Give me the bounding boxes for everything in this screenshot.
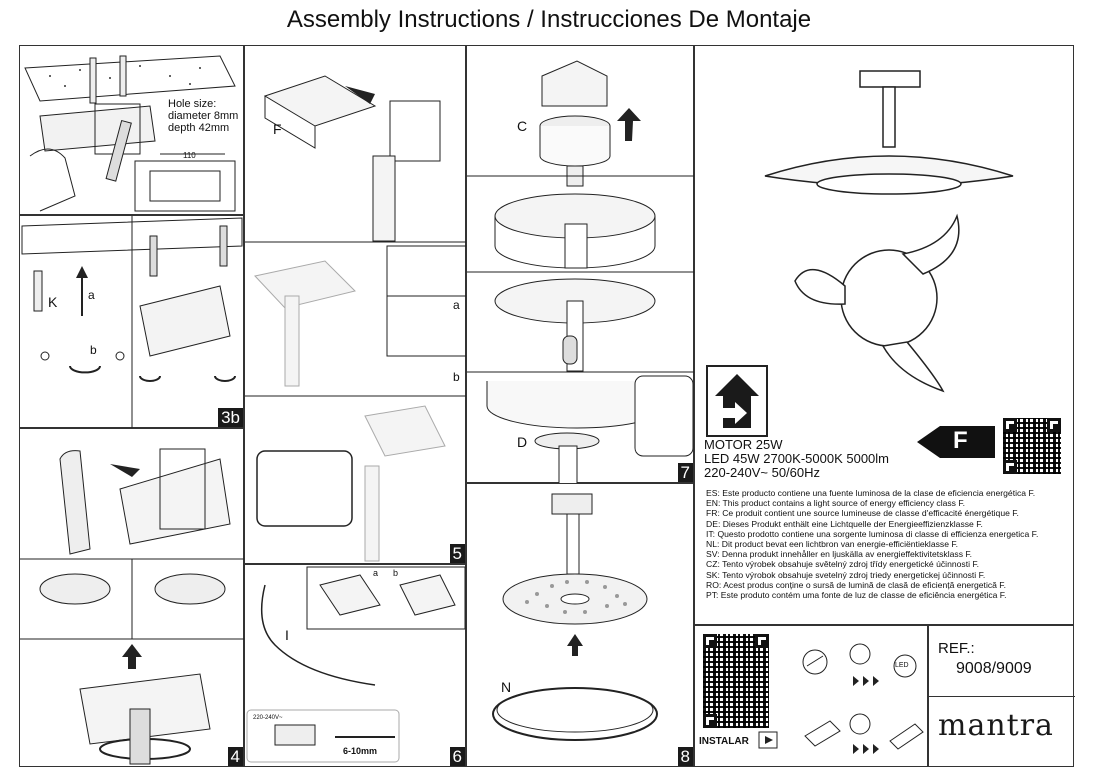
wiring-connection-illustration — [245, 75, 468, 562]
ref-number: 9008/9009 — [956, 660, 1032, 677]
energy-statement: DE: Dieses Produkt enthält eine Lichtque… — [706, 518, 983, 529]
hole-diameter-label: diameter 8mm — [168, 110, 239, 122]
energy-statement: RO: Acest produs conține o sursă de lumi… — [706, 579, 1006, 590]
step-6-panel: I a b 220-240V~ 6-10mm 6 — [244, 564, 466, 767]
led-icon: LED — [895, 662, 909, 669]
install-video-qr-code — [703, 634, 769, 728]
led-spec: LED 45W 2700K-5000K 5000lm — [704, 451, 890, 466]
step-3b-panel: K a b 3b — [19, 215, 244, 429]
step-number: 8 — [677, 747, 693, 766]
detail-a-label: a — [453, 298, 460, 312]
qr-corner — [1003, 418, 1017, 432]
detail-a-label: a — [373, 568, 379, 578]
hole-size-label: Hole size: — [168, 98, 217, 110]
ceiling-fan-illustration — [706, 70, 1014, 458]
step-number: 7 — [677, 463, 693, 482]
qr-corner — [703, 634, 717, 648]
step-7-panel: C D 7 — [466, 45, 695, 485]
energy-statement: CZ: Tento výrobek obsahuje světelný zdro… — [706, 559, 980, 570]
step-b-label: b — [90, 343, 97, 357]
strip-length-label: 6-10mm — [343, 746, 378, 756]
energy-statement: NL: Dit product bevat een lichtbron van … — [706, 539, 959, 550]
detail-b-label: b — [453, 370, 460, 384]
motor-hanging-illustration — [20, 448, 245, 765]
energy-statement: SK: Tento výrobok obsahuje svetelný zdro… — [706, 569, 986, 580]
part-n-label: N — [501, 679, 512, 695]
install-step-icons — [758, 643, 924, 754]
step-5-panel: F a b 5 — [244, 45, 468, 564]
step-1-panel: Hole size: diameter 8mm depth 42mm 110 — [19, 45, 244, 215]
part-d-label: D — [517, 434, 528, 450]
qr-corner — [755, 634, 769, 648]
step-number: 4 — [227, 747, 243, 766]
canopy-assembly-illustration — [467, 60, 695, 485]
energy-statement: IT: Questo prodotto contiene una sorgent… — [706, 528, 1039, 539]
ref-label: REF.: — [938, 640, 975, 657]
anchor-installation-illustration — [21, 216, 243, 429]
energy-statement: SV: Denna produkt innehåller en ljuskäll… — [706, 549, 973, 560]
step-number: 6 — [449, 747, 465, 766]
terminal-wiring-illustration — [246, 566, 466, 763]
detail-b-label: b — [393, 568, 399, 578]
brand-logo: mantra — [938, 708, 1054, 743]
part-f-label: F — [273, 121, 282, 137]
step-number: 3b — [218, 408, 243, 427]
page-title: Assembly Instructions / Instrucciones De… — [286, 6, 812, 33]
hole-depth-label: depth 42mm — [168, 122, 230, 134]
part-k-label: K — [48, 294, 58, 310]
ceiling-drill-illustration — [24, 55, 236, 212]
reference-panel — [928, 625, 1075, 767]
step-8-panel: N 8 — [466, 483, 694, 767]
qr-corner — [1003, 460, 1017, 474]
step-a-label: a — [88, 288, 95, 302]
part-i-label: I — [285, 627, 289, 643]
dimension-label: 110 — [183, 151, 196, 160]
step-number: 5 — [449, 544, 465, 563]
step-4-panel: 4 — [19, 428, 245, 767]
install-label: INSTALAR — [699, 736, 749, 747]
energy-statement: FR: Ce produit contient une source lumin… — [706, 508, 1019, 519]
motor-spec: MOTOR 25W — [704, 437, 783, 452]
energy-statement: ES: Este producto contiene una fuente lu… — [706, 488, 1036, 498]
energy-statement: EN: This product contains a light source… — [706, 498, 966, 509]
divider — [929, 696, 1075, 697]
install-icons-panel: INSTALAR LED — [694, 625, 928, 767]
qr-corner — [1047, 418, 1061, 432]
voltage-label: 220-240V~ — [253, 715, 283, 721]
voltage-spec: 220-240V~ 50/60Hz — [704, 465, 821, 480]
energy-statement: PT: Este produto contém uma fonte de luz… — [706, 590, 1007, 601]
product-info-panel: F — [694, 45, 1074, 625]
energy-class-badge: F — [953, 427, 968, 454]
qr-corner — [703, 714, 717, 728]
energy-statements-list: ES: Este producto contiene una fuente lu… — [706, 488, 1066, 600]
light-cover-illustration — [492, 493, 658, 741]
part-c-label: C — [517, 118, 528, 134]
